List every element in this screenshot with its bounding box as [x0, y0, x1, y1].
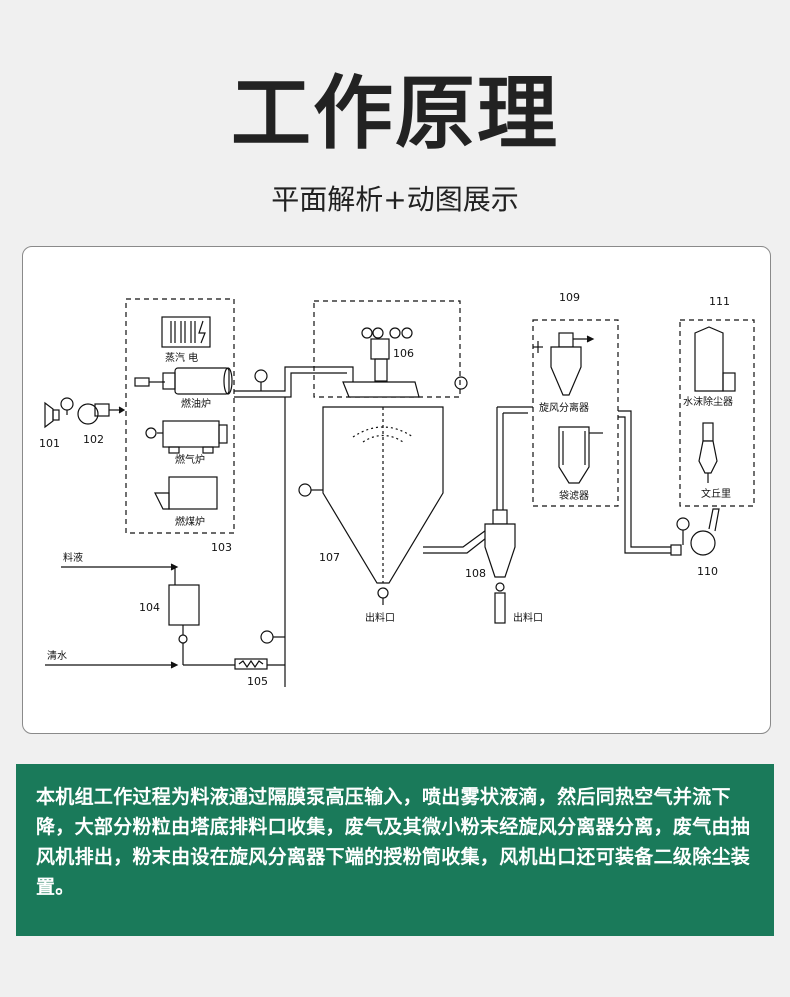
- oil-furnace: [134, 367, 233, 395]
- drying-tower: [322, 406, 444, 605]
- hot-air-duct: [234, 366, 354, 392]
- label-clean-water: 清水: [47, 649, 67, 662]
- description-box: 本机组工作过程为料液通过隔膜泵高压输入，喷出雾状液滴，然后同热空气并流下降，大部…: [16, 764, 774, 936]
- exhaust-duct: [618, 410, 671, 548]
- label-oil-furnace: 燃油炉: [181, 397, 211, 410]
- label-101: 101: [39, 437, 60, 450]
- gas-furnace: [145, 420, 228, 454]
- pump-gauge-icon: [260, 630, 274, 644]
- label-102: 102: [83, 433, 104, 446]
- cyclone-108: [484, 406, 533, 624]
- process-diagram-panel: 101 102 103 104 105 106 107 108 109 110 …: [22, 246, 771, 734]
- bag-filter: [558, 426, 603, 484]
- label-steam-electric: 蒸汽 电: [165, 351, 198, 364]
- water-line-105: [45, 397, 286, 687]
- page-subtitle: 平面解析+动图展示: [271, 183, 519, 216]
- pressure-gauge-icon: [298, 483, 312, 497]
- page-title: 工作原理: [231, 67, 559, 160]
- heat-source-group-box: [125, 298, 235, 534]
- exhaust-fan-110: [670, 508, 720, 556]
- label-105: 105: [247, 675, 268, 688]
- description-text: 本机组工作过程为料液通过隔膜泵高压输入，喷出雾状液滴，然后同热空气并流下降，大部…: [36, 786, 751, 898]
- process-flow-diagram: 101 102 103 104 105 106 107 108 109 110 …: [39, 291, 755, 688]
- label-feed-liquid: 料液: [63, 551, 83, 564]
- label-water-film-dust-remover: 水沫除尘器: [683, 395, 733, 408]
- thermometer-icon: [254, 369, 268, 383]
- label-111: 111: [709, 295, 730, 308]
- steam-electric-heater: [161, 316, 211, 348]
- label-venturi: 文丘里: [701, 487, 731, 500]
- feed-tank-104: [61, 563, 200, 644]
- label-gas-furnace: 燃气炉: [175, 453, 205, 466]
- coal-furnace: [154, 476, 218, 510]
- label-108: 108: [465, 567, 486, 580]
- label-outlet-1: 出料口: [365, 611, 395, 624]
- label-bag-filter: 袋滤器: [559, 489, 589, 502]
- cyclone-separator-109: [533, 332, 595, 396]
- water-film-dust-remover: [694, 326, 736, 392]
- venturi-unit: [698, 422, 718, 483]
- atomizer: [342, 327, 420, 398]
- label-coal-furnace: 燃煤炉: [175, 515, 205, 528]
- label-109: 109: [559, 291, 580, 304]
- tower-exhaust-duct: [423, 524, 494, 548]
- air-filter-unit: [44, 397, 126, 429]
- tower-gauge-icon: [454, 376, 468, 390]
- label-106: 106: [393, 347, 414, 360]
- label-outlet-2: 出料口: [513, 611, 543, 624]
- label-cyclone-separator: 旋风分离器: [539, 401, 589, 414]
- label-103: 103: [211, 541, 232, 554]
- label-107: 107: [319, 551, 340, 564]
- label-104: 104: [139, 601, 160, 614]
- dust-remover-group-box: [679, 319, 755, 507]
- label-110: 110: [697, 565, 718, 578]
